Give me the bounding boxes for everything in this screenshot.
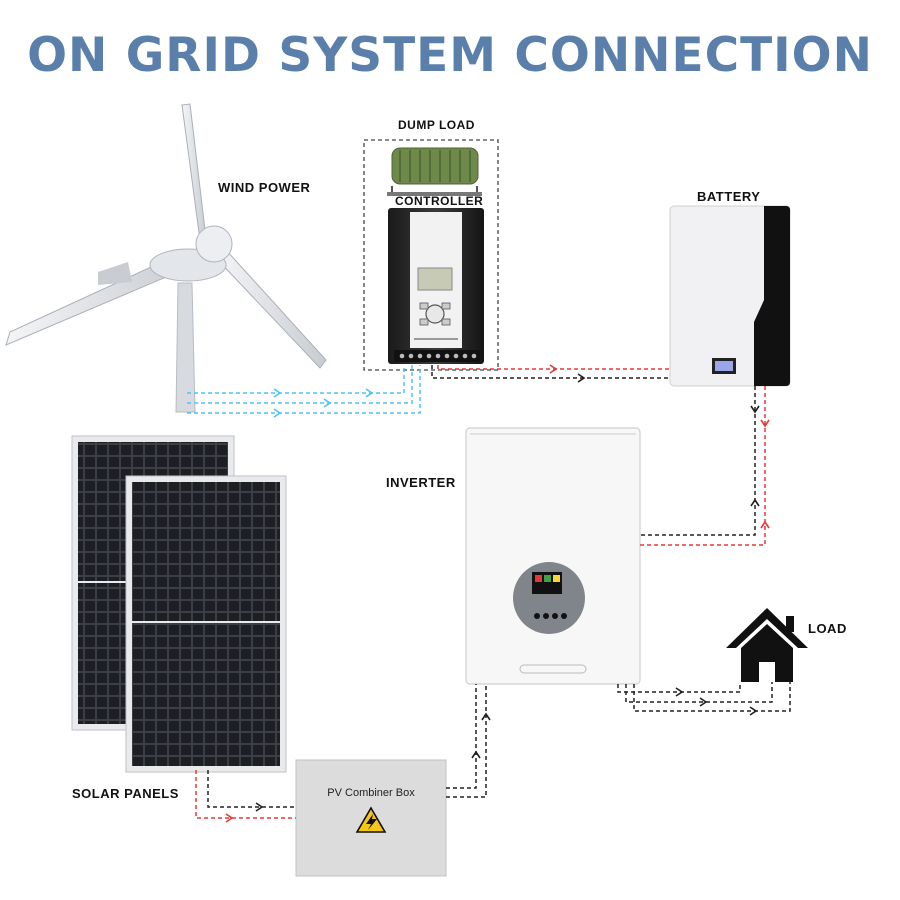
controller-battery-positive xyxy=(437,365,670,370)
wind-wire-2 xyxy=(187,365,413,404)
turbine-tail xyxy=(98,262,132,285)
wind-turbine xyxy=(5,103,327,413)
inverter-load-wire-2 xyxy=(625,682,773,703)
turbine-hub xyxy=(195,225,233,263)
battery-unit xyxy=(669,205,791,387)
wind-wire-1 xyxy=(187,365,405,394)
wind-wire-3 xyxy=(187,365,421,414)
house-icon xyxy=(726,608,808,682)
turbine-blade-right xyxy=(215,249,327,369)
inverter-label: INVERTER xyxy=(386,475,456,490)
panel-combiner-negative xyxy=(207,770,296,808)
diagram-title: ON GRID SYSTEM CONNECTION xyxy=(27,28,873,83)
inverter-unit xyxy=(465,427,641,685)
combiner-inverter-wire-1 xyxy=(446,684,477,789)
panel-combiner-positive xyxy=(195,770,296,819)
dump-load-resistor xyxy=(387,147,482,196)
solar-panels-label: SOLAR PANELS xyxy=(72,786,179,801)
wind-power-label: WIND POWER xyxy=(218,180,311,195)
inverter-load-wire-3 xyxy=(633,682,791,712)
combiner-box-label: PV Combiner Box xyxy=(327,787,415,799)
load-label: LOAD xyxy=(808,621,847,636)
charge-controller xyxy=(388,208,484,364)
dump-load-frame xyxy=(363,139,499,371)
combiner-inverter-wire-2 xyxy=(446,684,487,798)
solar-panel-front xyxy=(125,475,287,773)
flow-arrows xyxy=(225,364,770,823)
battery-label: BATTERY xyxy=(697,189,761,204)
pv-combiner-box xyxy=(295,759,447,877)
controller-knob xyxy=(425,304,445,324)
controller-label: CONTROLLER xyxy=(395,194,484,208)
turbine-tower xyxy=(175,282,196,413)
controller-battery-negative xyxy=(431,365,670,379)
battery-side-panel xyxy=(754,206,790,386)
inverter-load-wire-1 xyxy=(617,682,741,693)
battery-inverter-positive xyxy=(640,386,766,546)
dump-load-label: DUMP LOAD xyxy=(398,118,475,132)
battery-inverter-negative xyxy=(640,386,756,536)
controller-display xyxy=(417,267,453,291)
turbine-blade-top xyxy=(181,103,207,241)
